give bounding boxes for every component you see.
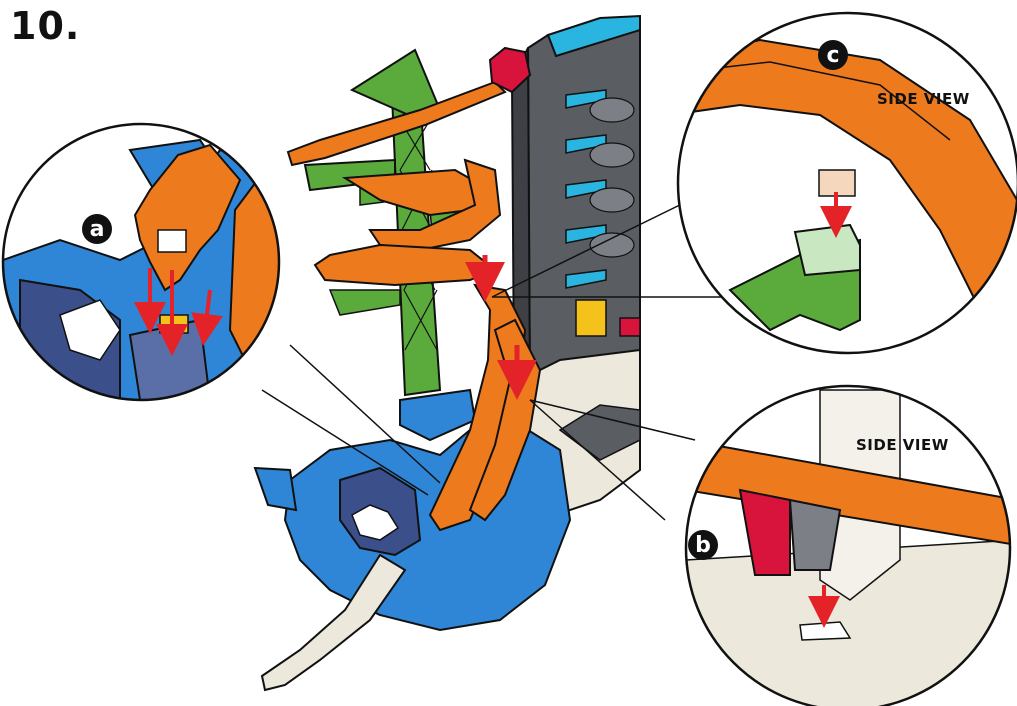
callout-a-badge: a [82, 214, 112, 244]
callout-circle-icon [3, 124, 280, 400]
callout-circle-icon [686, 386, 1017, 706]
callout-c-badge: c [818, 40, 848, 70]
callout-b-label: b [695, 533, 711, 558]
callout-b-view-label: SIDE VIEW [856, 436, 949, 454]
callout-c-view-label: SIDE VIEW [877, 90, 970, 108]
callout-c-label: c [826, 43, 839, 68]
callout-a-label: a [90, 217, 105, 242]
callout-b-badge: b [688, 530, 718, 560]
